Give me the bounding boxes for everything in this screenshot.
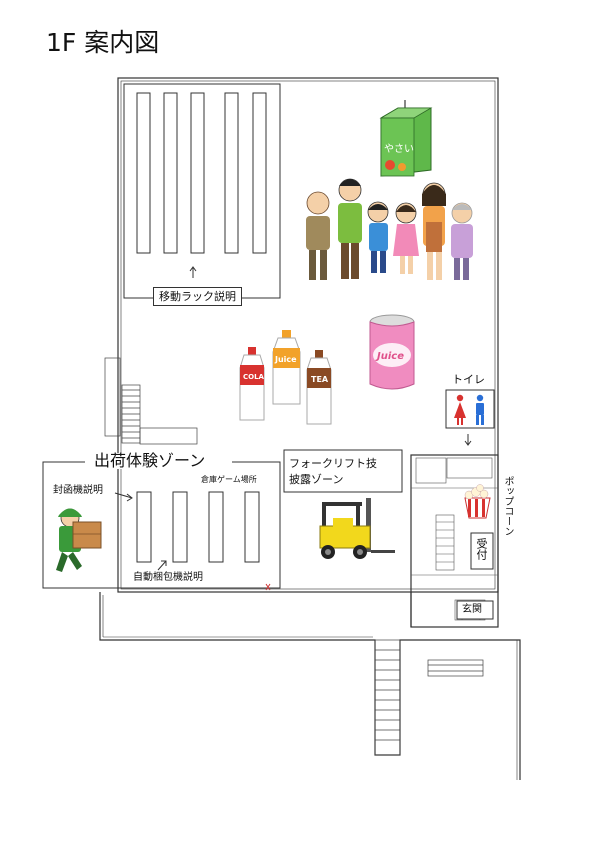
entrance-box: [456, 600, 494, 620]
tea-bottle-illustration: TEA: [306, 350, 332, 425]
reception-box: [470, 532, 494, 570]
reception-label: 受付: [475, 538, 488, 560]
cola-label: COLA: [243, 373, 265, 381]
shipping-zone-label: 出荷体験ゾーン: [90, 453, 210, 469]
rack-arrow: [189, 266, 197, 278]
stair-left: [104, 357, 198, 445]
page-title: 1F 案内図: [46, 28, 160, 57]
warehouse-game-label: 倉庫ゲーム場所: [201, 475, 257, 484]
toilet-label: トイレ: [452, 373, 485, 386]
tea-label: TEA: [311, 375, 329, 384]
minor-marks: [265, 583, 271, 591]
building-walls: [99, 77, 521, 780]
juice-bottle-illustration: Juice: [272, 330, 301, 405]
shipping-zone: [42, 461, 281, 589]
cola-bottle-illustration: COLA: [239, 347, 265, 421]
family-illustration: [306, 178, 473, 280]
entrance-label: 玄関: [462, 604, 482, 615]
toilet-sign: [445, 389, 495, 429]
popcorn-label: ポップコーン: [502, 476, 513, 536]
auto-packing-arrow: [157, 560, 167, 571]
worker-illustration: [56, 508, 102, 572]
juice-bottle-label: Juice: [274, 355, 297, 364]
sealer-arrow: [114, 492, 133, 502]
stair-annex: [374, 639, 484, 756]
juice-can-illustration: Juice: [369, 314, 415, 390]
vegetable-juice-illustration: やさい: [379, 100, 433, 177]
sealer-label: 封函機説明: [53, 485, 103, 496]
forklift-zone-label: フォークリフト技 披露ゾーン: [289, 457, 377, 486]
forklift-illustration: [319, 498, 395, 559]
vegetable-juice-label: やさい: [384, 143, 414, 155]
moving-rack-label: 移動ラック説明: [153, 287, 242, 306]
forklift-zone-box: [283, 449, 403, 493]
toilet-arrow: [464, 434, 472, 446]
popcorn-illustration: [464, 484, 491, 519]
juice-can-label: Juice: [375, 351, 404, 362]
auto-packing-label: 自動梱包機説明: [133, 572, 203, 583]
moving-rack-area: [123, 83, 281, 299]
